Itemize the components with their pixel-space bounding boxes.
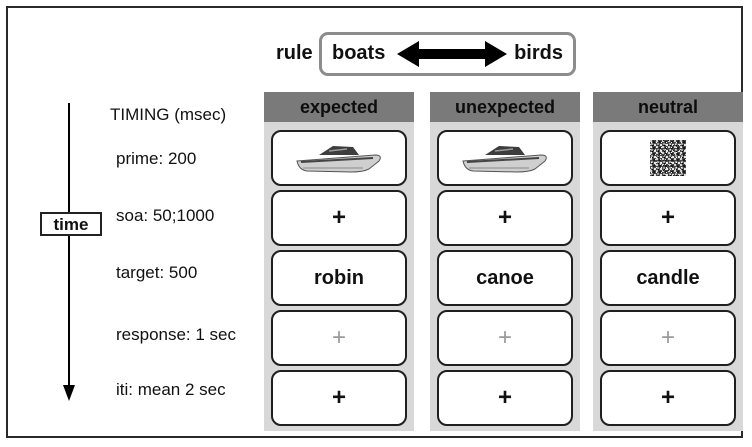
column-header-unexpected: unexpected: [430, 92, 580, 122]
cell-target-expected: robin: [271, 250, 407, 306]
time-axis-arrow-icon: [63, 103, 75, 401]
cell-target-unexpected: canoe: [437, 250, 573, 306]
row-label-iti: iti: mean 2 sec: [116, 380, 226, 399]
rule-right-category: birds: [514, 42, 563, 64]
fixation-cross: +: [660, 204, 675, 231]
fixation-cross: +: [331, 204, 346, 231]
cell-iti-neutral: +: [600, 370, 736, 426]
column-expected: expected + robin + +: [264, 92, 414, 431]
cell-target-neutral: candle: [600, 250, 736, 306]
time-label: time: [40, 212, 102, 236]
double-arrow-icon: [397, 41, 507, 67]
fixation-cross: +: [660, 384, 675, 411]
cell-soa-neutral: +: [600, 190, 736, 246]
row-label-target: target: 500: [116, 263, 198, 282]
cell-prime-neutral: [600, 130, 736, 186]
column-header-expected: expected: [264, 92, 414, 122]
row-label-response: response: 1 sec: [116, 325, 237, 344]
target-word: robin: [314, 266, 364, 289]
noise-patch-icon: [650, 140, 686, 176]
rule-left-category: boats: [332, 42, 386, 64]
cell-response-neutral: +: [600, 310, 736, 366]
cell-prime-unexpected: [437, 130, 573, 186]
cell-prime-expected: [271, 130, 407, 186]
cell-soa-expected: +: [271, 190, 407, 246]
column-neutral: neutral: [593, 92, 743, 431]
fixation-cross: +: [497, 384, 512, 411]
cell-soa-unexpected: +: [437, 190, 573, 246]
column-unexpected: unexpected + canoe + +: [430, 92, 580, 431]
fixation-cross-faint: +: [331, 324, 346, 351]
row-label-soa: soa: 50;1000: [116, 206, 215, 225]
cell-response-expected: +: [271, 310, 407, 366]
cell-iti-expected: +: [271, 370, 407, 426]
fixation-cross: +: [497, 204, 512, 231]
timing-title: TIMING (msec): [110, 105, 227, 124]
boat-icon: [296, 146, 381, 173]
fixation-cross-faint: +: [660, 324, 675, 351]
rule-label: rule: [276, 42, 313, 64]
row-label-prime: prime: 200: [116, 149, 197, 168]
figure-frame: rule boats birds time TIMING (msec) prim…: [6, 6, 743, 438]
cell-iti-unexpected: +: [437, 370, 573, 426]
fixation-cross: +: [331, 384, 346, 411]
target-word: canoe: [476, 266, 534, 289]
fixation-cross-faint: +: [497, 324, 512, 351]
rule-box: boats birds: [319, 32, 576, 76]
boat-icon: [462, 146, 547, 173]
column-header-neutral: neutral: [593, 92, 743, 122]
cell-response-unexpected: +: [437, 310, 573, 366]
target-word: candle: [636, 266, 700, 289]
